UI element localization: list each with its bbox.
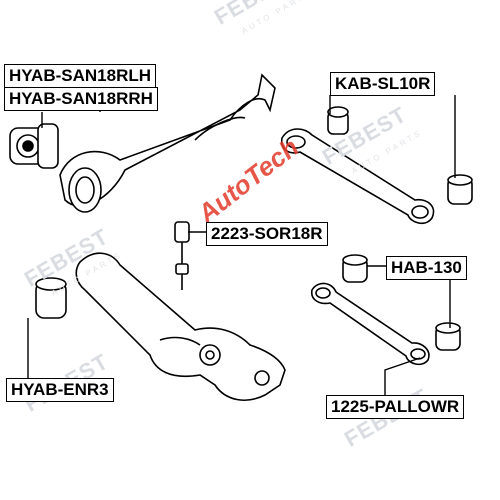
bushing-hab-bottom [435,322,461,351]
label-hyab-san18rrh: HYAB-SAN18RRH [4,87,158,111]
lower-link-arm [310,282,430,366]
bushing-san18 [9,123,59,169]
label-1225-pallowr: 1225-PALLOWR [326,395,465,419]
label-hyab-enr3: HYAB-ENR3 [6,378,114,402]
upper-link-arm [280,128,435,225]
label-kab-sl10r: KAB-SL10R [330,72,436,96]
trailing-arm [59,73,276,213]
bushing-kab-top [327,106,349,135]
bushing-kab-right [447,174,473,205]
label-hab-130: HAB-130 [386,256,467,280]
stabilizer-link [174,221,190,290]
leader-lines [27,95,456,395]
label-2223-sor18r: 2223-SOR18R [206,222,328,246]
bushing-enr3 [35,277,67,319]
lower-control-arm [75,252,286,401]
bushing-hab-top [342,254,368,283]
label-hyab-san18rlh: HYAB-SAN18RLH [4,64,157,88]
